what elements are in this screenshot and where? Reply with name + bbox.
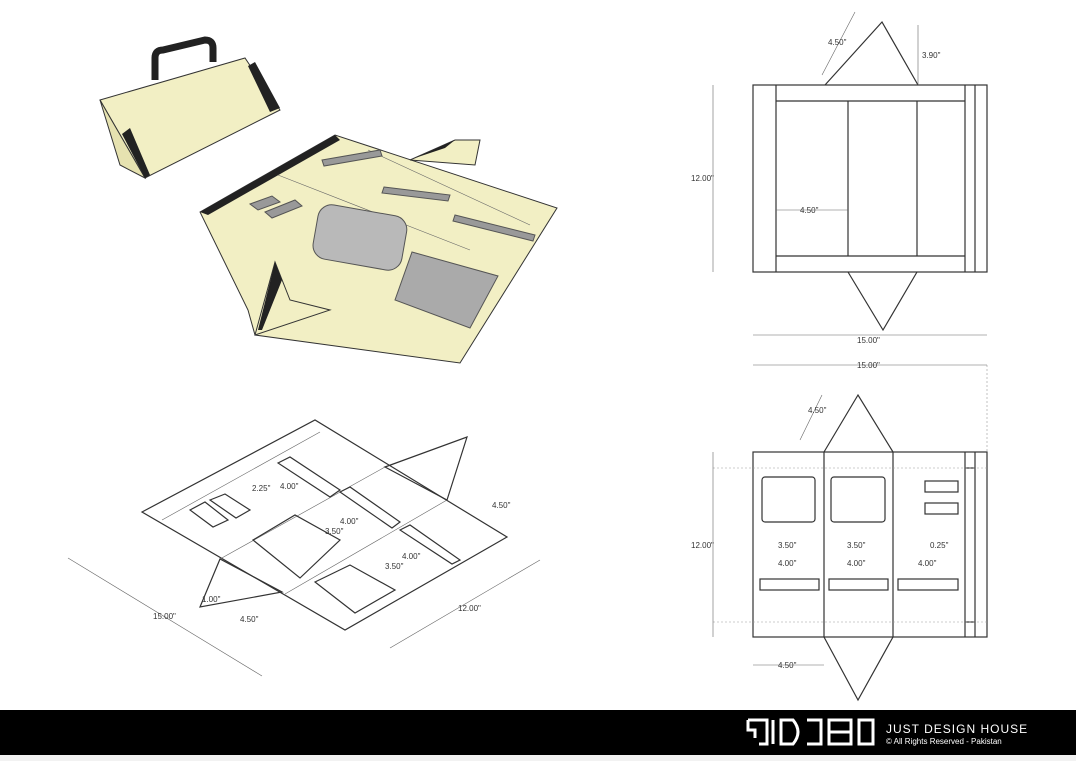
iso-dim-4: 3.50"	[325, 527, 344, 536]
iso-dim-8: 1.00"	[202, 595, 221, 604]
bottom-tri-side: 4.50"	[808, 406, 827, 415]
brand-name: JUST DESIGN HOUSE	[886, 722, 1029, 736]
carrier-3d-render	[99, 36, 281, 180]
window-1-width: 3.50"	[778, 541, 797, 550]
iso-dim-2: 4.00"	[280, 482, 299, 491]
bottom-orthographic-view: 15.00" 4.50" 12.00" 3.50" 3.50" 0.25" 4.…	[691, 361, 988, 702]
iso-dim-5: 4.00"	[402, 552, 421, 561]
bottom-width: 15.00"	[857, 361, 880, 370]
design-sheet: 2.25" 4.00" 4.00" 3.50" 4.00" 3.50" 4.50…	[67, 11, 988, 702]
top-tri-side: 4.50"	[828, 38, 847, 47]
top-panel-width: 4.50"	[800, 206, 819, 215]
slot-gap: 0.25"	[930, 541, 949, 550]
top-width: 15.00"	[857, 336, 880, 345]
iso-depth: 12.00"	[458, 604, 481, 613]
iso-dim-7: 4.50"	[492, 501, 511, 510]
top-tri-height: 3.90"	[922, 51, 941, 60]
bottom-panel-width: 4.50"	[778, 661, 797, 670]
bar-3-width: 4.00"	[918, 559, 937, 568]
top-orthographic-view: 4.50" 3.90" 12.00" 4.50" 15.00"	[691, 11, 988, 345]
bar-1-width: 4.00"	[778, 559, 797, 568]
isometric-line-drawing: 2.25" 4.00" 4.00" 3.50" 4.00" 3.50" 4.50…	[67, 419, 541, 677]
unfolded-3d-render	[199, 134, 558, 364]
iso-dim-1: 2.25"	[252, 484, 271, 493]
iso-length: 15.00"	[153, 612, 176, 621]
jdh-logo	[746, 718, 875, 746]
top-height: 12.00"	[691, 174, 714, 183]
iso-dim-9: 4.50"	[240, 615, 259, 624]
iso-dim-3: 4.00"	[340, 517, 359, 526]
bottom-height: 12.00"	[691, 541, 714, 550]
copyright: © All Rights Reserved - Pakistan	[886, 737, 1002, 746]
bar-2-width: 4.00"	[847, 559, 866, 568]
footer-strip	[0, 755, 1076, 761]
iso-dim-6: 3.50"	[385, 562, 404, 571]
footer-bar: JUST DESIGN HOUSE © All Rights Reserved …	[0, 710, 1076, 755]
window-2-width: 3.50"	[847, 541, 866, 550]
